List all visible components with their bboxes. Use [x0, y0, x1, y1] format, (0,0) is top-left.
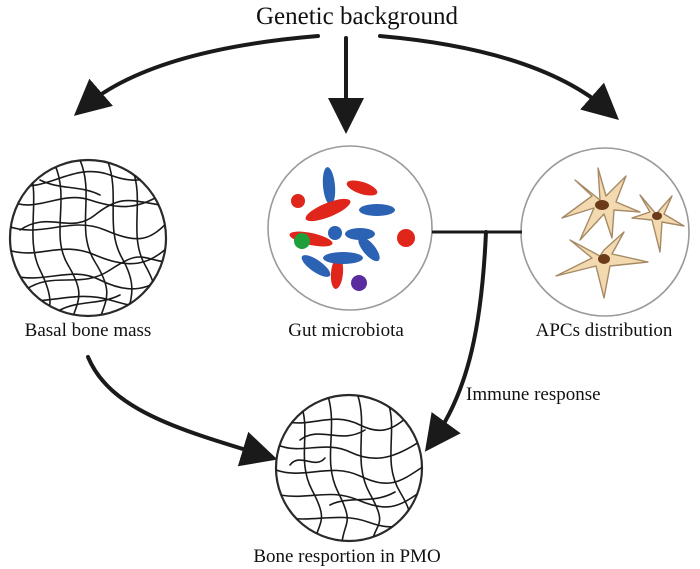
microbes-icon [289, 167, 415, 291]
bacterium-rod [301, 255, 331, 277]
label-immune-response: Immune response [466, 384, 601, 405]
bacterium-rod [345, 228, 375, 240]
cell-nucleus [598, 254, 610, 264]
bacterium-rod [359, 204, 395, 216]
apc-cell [631, 194, 685, 253]
title-genetic-background: Genetic background [256, 3, 459, 30]
bacterium-rod [330, 257, 344, 289]
cell-nucleus [595, 200, 609, 210]
bacterium-rod [346, 180, 378, 196]
label-apcs-distribution: APCs distribution [536, 320, 673, 341]
label-gut-microbiota: Gut microbiota [288, 320, 404, 341]
bacterium-rod [322, 167, 336, 205]
bacterium-coccus [294, 233, 310, 249]
bacterium-coccus [351, 275, 367, 291]
bacterium-rod [305, 198, 351, 222]
trabecular-bone-icon [10, 160, 166, 316]
arrow-basal-to-bone [86, 355, 278, 467]
arrow-genetic-to-apc [378, 34, 619, 120]
resorbed-bone-icon [276, 395, 422, 541]
arrow-immune-response [424, 230, 488, 452]
bacterium-rod [358, 236, 380, 262]
gut-microbiota-node [267, 145, 433, 311]
apcs-distribution-node [520, 147, 690, 317]
bacterium-coccus [291, 194, 305, 208]
arrow-genetic-to-basal [73, 34, 320, 116]
apc-cell [555, 231, 649, 299]
bacterium-coccus [328, 226, 342, 240]
bacterium-rod [323, 252, 363, 264]
bacterium-coccus [397, 229, 415, 247]
basal-bone-mass-node [8, 158, 168, 318]
antigen-presenting-cells-icon [555, 167, 685, 299]
bone-resorption-node [274, 393, 424, 543]
label-basal-bone-mass: Basal bone mass [25, 320, 152, 341]
cell-nucleus [652, 212, 662, 220]
label-bone-resportion-in-pmo: Bone resportion in PMO [253, 546, 440, 567]
